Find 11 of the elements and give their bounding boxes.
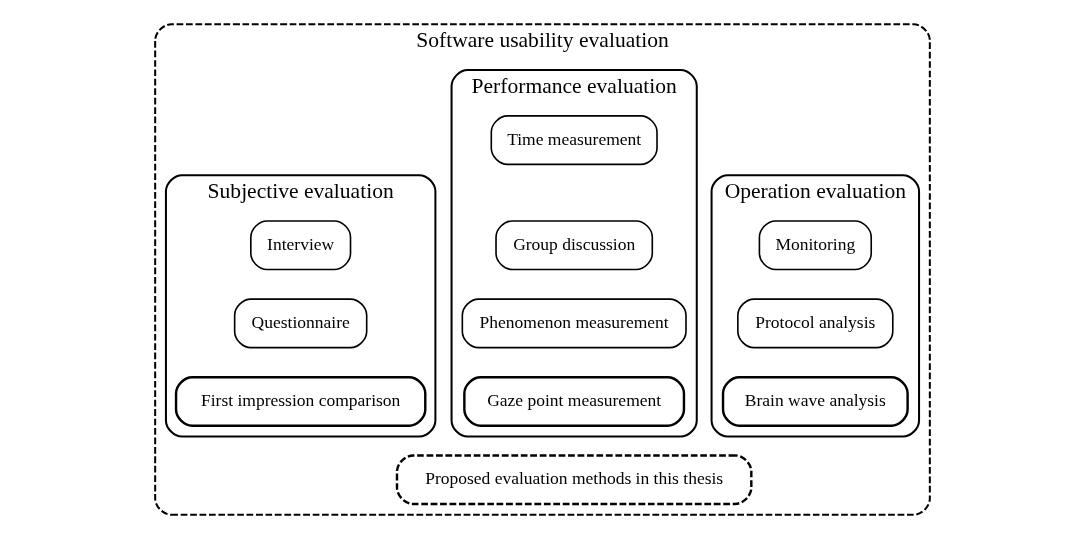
node-box: Monitoring — [758, 220, 873, 271]
node-box: Gaze point measurement — [463, 376, 686, 427]
node-box: Phenomenon measurement — [461, 298, 687, 349]
node-box: Group discussion — [495, 220, 654, 271]
node-box: Time measurement — [490, 115, 658, 166]
node-box: First impression comparison — [174, 376, 427, 427]
node-box: Interview — [250, 220, 352, 271]
node-box: Brain wave analysis — [721, 376, 909, 427]
node-box: Proposed evaluation methods in this thesis — [395, 454, 753, 506]
node-box: Questionnaire — [233, 298, 368, 349]
node-box: Protocol analysis — [737, 298, 894, 349]
